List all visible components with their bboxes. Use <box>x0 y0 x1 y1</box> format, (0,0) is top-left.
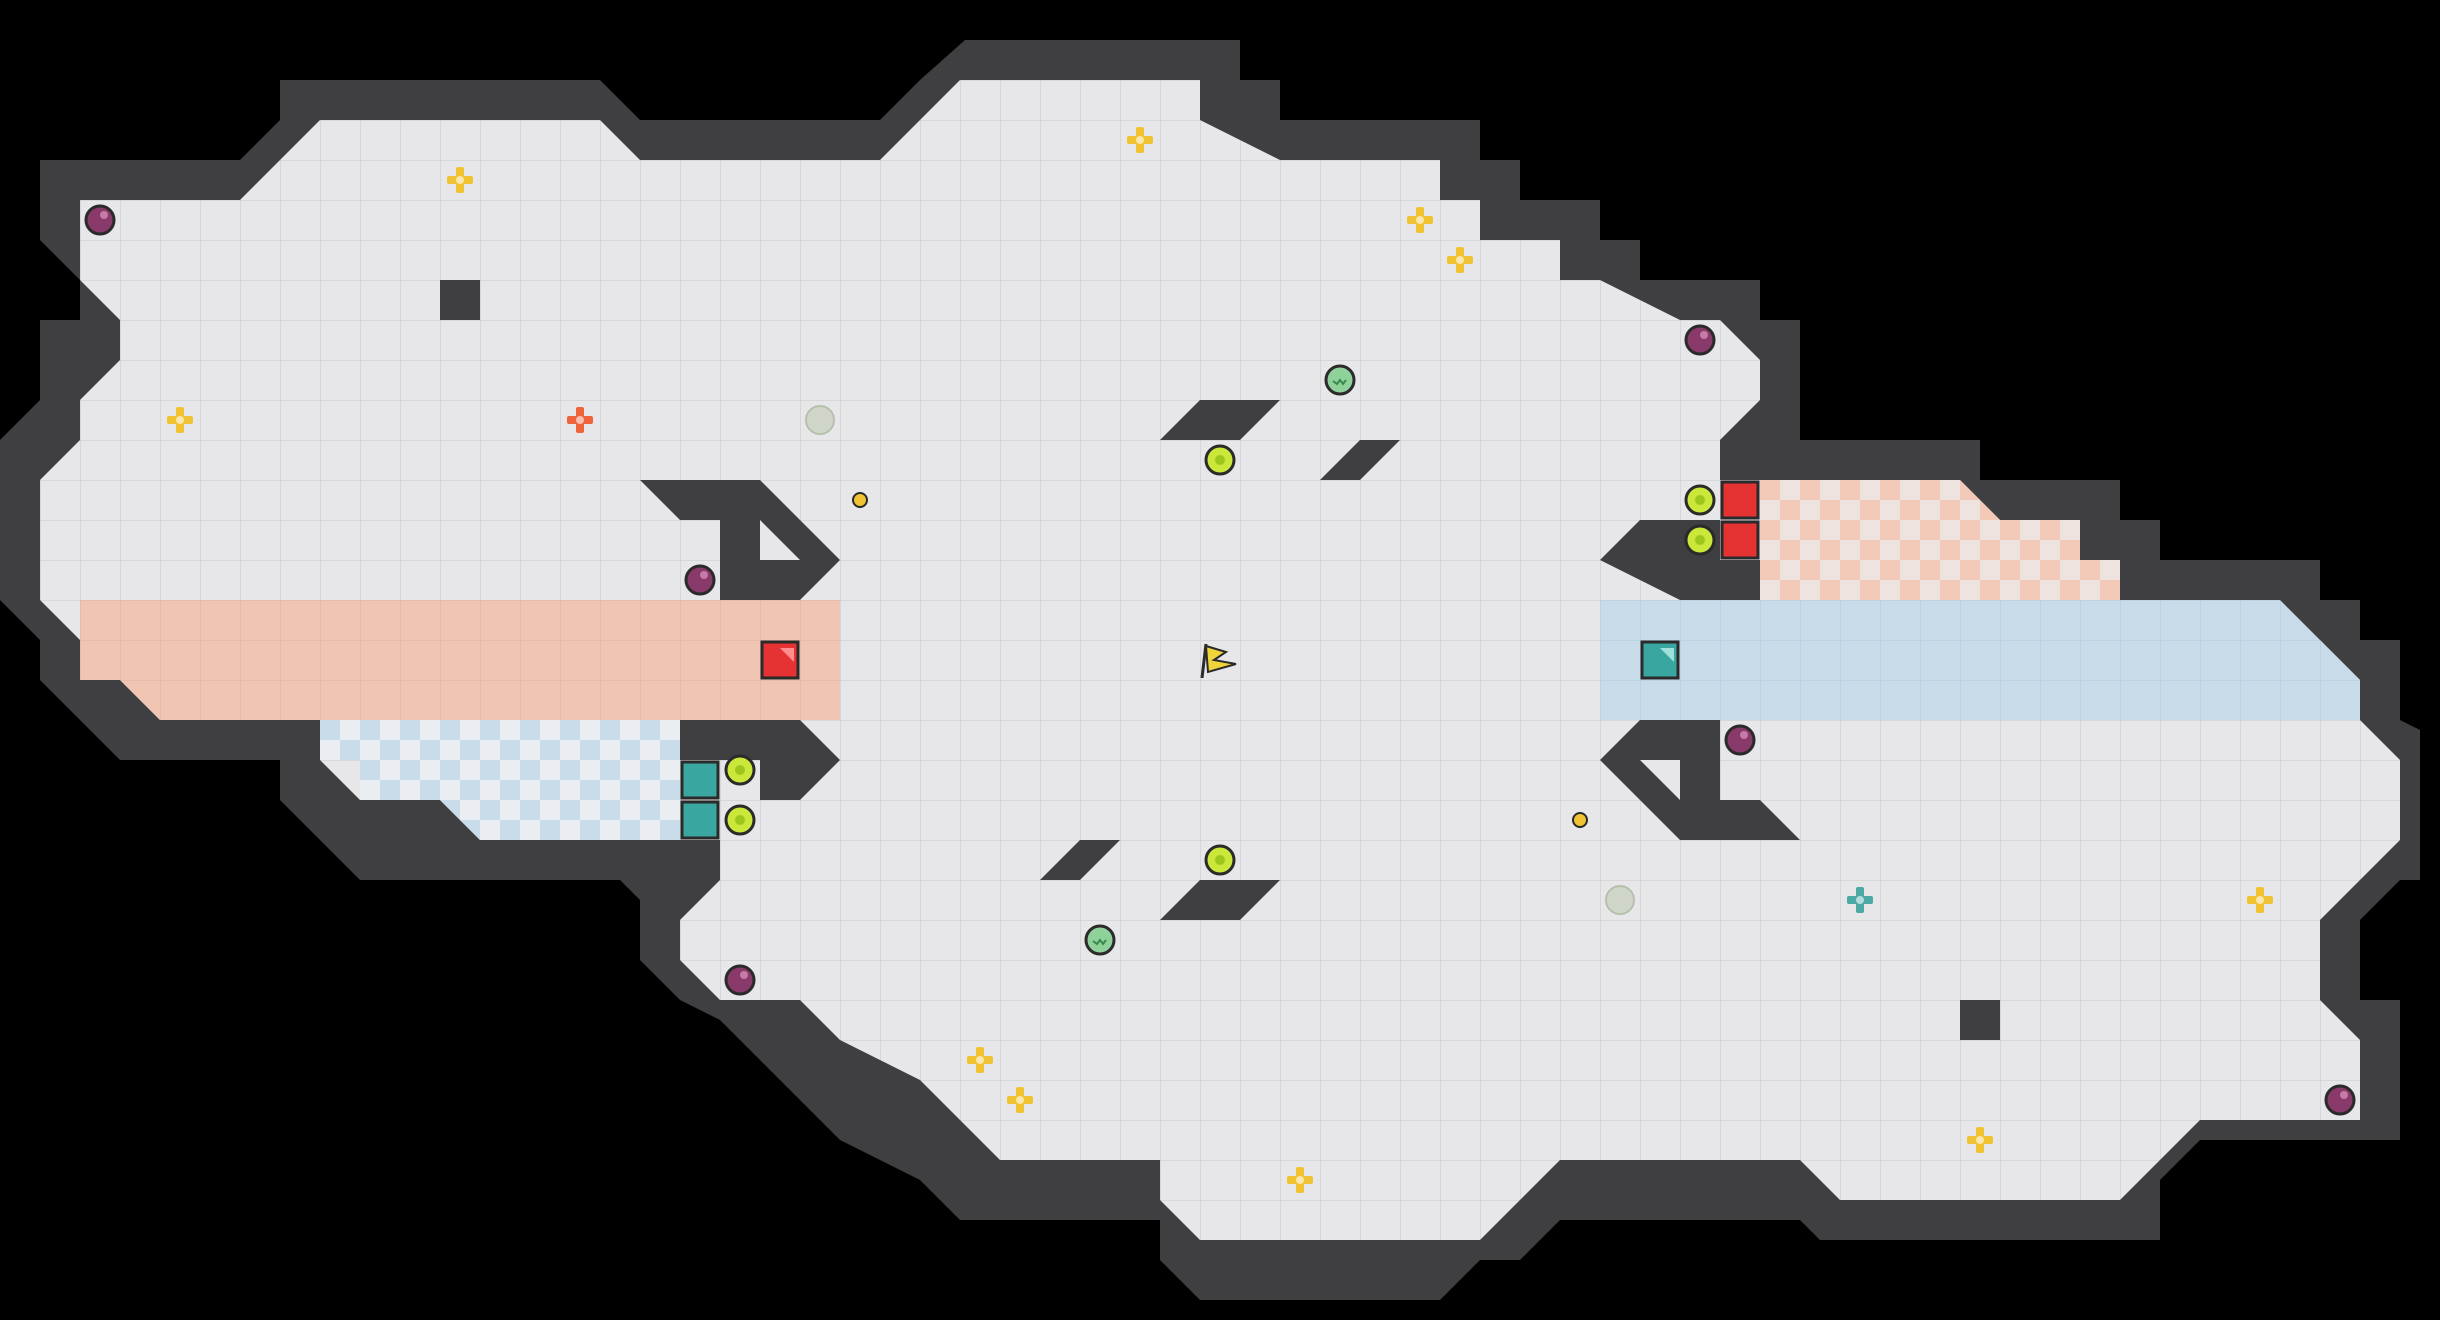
powerup-cross-icon <box>967 1047 993 1073</box>
wall-notch <box>1640 760 1680 800</box>
pillar-block <box>1960 1000 2000 1040</box>
flag-icon[interactable] <box>1200 643 1237 679</box>
wall-notch <box>760 520 800 560</box>
powerup-cross-icon <box>167 407 193 433</box>
red-spawn-tiles <box>1720 480 1760 560</box>
blue-powerup-cross-icon <box>1847 887 1873 913</box>
right-lower-wall <box>1600 720 1800 840</box>
diag-wall <box>1160 400 1280 440</box>
blue-team-zone <box>1600 600 2360 720</box>
powerup-cross-icon <box>1407 207 1433 233</box>
boost-pad-icon <box>1684 484 1716 516</box>
boost-pad-icon <box>1684 524 1716 556</box>
blue-spawn-tiles <box>680 760 720 840</box>
powerup-cross-icon <box>1287 1167 1313 1193</box>
powerup-cross-icon <box>1447 247 1473 273</box>
bomb-icon <box>84 204 116 236</box>
powerups <box>167 127 2273 1193</box>
small-powerup-dot <box>1572 812 1588 828</box>
arena-floor <box>40 80 2400 1240</box>
diag-wall <box>1320 440 1400 480</box>
diag-wall <box>1160 880 1280 920</box>
left-hook-wall <box>640 480 840 600</box>
red-powerup-cross-icon <box>567 407 593 433</box>
bomb-icon <box>1724 724 1756 756</box>
red-spawn-checker <box>1760 480 2120 600</box>
portal-marker <box>805 405 835 435</box>
gate-button-icon <box>1084 924 1116 956</box>
inner-walls <box>440 280 2000 1040</box>
right-hook-wall <box>1600 520 1760 600</box>
boost-pads <box>724 364 1716 956</box>
powerup-cross-icon <box>1967 1127 1993 1153</box>
red-team-zone <box>80 600 840 720</box>
boost-pad-icon <box>724 804 756 836</box>
bomb-icon <box>2324 1084 2356 1116</box>
pillar-block <box>440 280 480 320</box>
blue-spawn-checker <box>320 720 680 840</box>
boost-pad-icon <box>1204 444 1236 476</box>
bombs <box>84 204 2356 1116</box>
powerup-cross-icon <box>1127 127 1153 153</box>
boost-pad-icon <box>1204 844 1236 876</box>
red-flag-tile[interactable] <box>760 640 800 680</box>
powerup-cross-icon <box>1007 1087 1033 1113</box>
left-lower-wall <box>680 720 840 800</box>
boost-pad-icon <box>724 754 756 786</box>
portal-marker <box>1605 885 1635 915</box>
powerup-cross-icon <box>2247 887 2273 913</box>
bomb-icon <box>724 964 756 996</box>
blue-flag-tile[interactable] <box>1640 640 1680 680</box>
gate-button-icon <box>1324 364 1356 396</box>
bomb-icon <box>684 564 716 596</box>
diag-wall <box>1040 840 1120 880</box>
small-powerup-dot <box>852 492 868 508</box>
bomb-icon <box>1684 324 1716 356</box>
powerup-cross-icon <box>447 167 473 193</box>
misc-markers <box>805 405 1635 915</box>
